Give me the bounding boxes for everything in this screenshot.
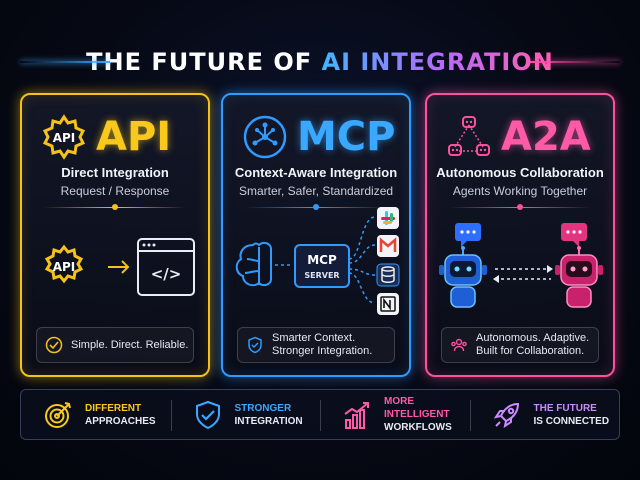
chat-bubble-icon xyxy=(561,223,587,247)
mcp-footer-line-1: Smarter Context. xyxy=(272,332,356,344)
target-icon xyxy=(45,401,71,428)
slack-icon xyxy=(377,207,399,229)
team-icon xyxy=(451,338,467,352)
summary-subline: INTEGRATION xyxy=(234,415,303,427)
api-footer-text: Simple. Direct. Reliable. xyxy=(71,339,188,352)
title-prefix: THE FUTURE OF xyxy=(86,48,322,76)
mcp-card-header: MCP xyxy=(223,109,409,165)
title-highlight: AI INTEGRATION xyxy=(321,48,554,76)
a2a-divider-dot xyxy=(517,204,523,210)
summary-subline: IS CONNECTED xyxy=(533,415,610,427)
api-diagram: API </> xyxy=(44,238,195,296)
summary-item-approaches: DIFFERENT APPROACHES xyxy=(21,390,171,439)
bottom-summary-bar: DIFFERENT APPROACHES STRONGER INTEGRATIO… xyxy=(20,389,620,440)
mcp-connectors xyxy=(348,216,376,304)
code-symbol: </> xyxy=(151,265,182,283)
page-title: THE FUTURE OF AI INTEGRATION xyxy=(86,48,554,76)
summary-text-approaches: DIFFERENT APPROACHES xyxy=(85,402,156,428)
mcp-heading: MCP xyxy=(297,114,396,160)
api-tagline: Request / Response xyxy=(60,184,170,198)
title-accent-right xyxy=(530,61,620,63)
api-diagram-badge: API xyxy=(53,260,76,274)
network-hub-icon xyxy=(243,115,287,159)
database-icon xyxy=(376,263,400,287)
mcp-footer-text: Smarter Context. Stronger Integration. xyxy=(272,332,372,358)
a2a-footer: Autonomous. Adaptive. Built for Collabor… xyxy=(441,327,599,363)
shield-check-icon xyxy=(195,400,220,429)
mcp-subtitle: Context-Aware Integration xyxy=(234,165,398,180)
mcp-server-line2: SERVER xyxy=(304,271,339,280)
mcp-footer-line-2: Stronger Integration. xyxy=(272,345,373,357)
a2a-card: A2A Autonomous Collaboration Agents Work… xyxy=(425,93,615,377)
notion-icon xyxy=(377,293,399,315)
blue-robot-icon xyxy=(439,246,487,308)
mcp-server-line1: MCP xyxy=(307,253,337,267)
api-subtitle: Direct Integration xyxy=(61,165,169,180)
mcp-footer: Smarter Context. Stronger Integration. xyxy=(237,327,395,363)
brain-icon xyxy=(235,241,272,287)
mcp-tagline: Smarter, Safer, Standardized xyxy=(238,184,394,198)
api-footer-line: Simple. Direct. Reliable. xyxy=(71,338,189,351)
mcp-card: MCP Context-Aware Integration Smarter, S… xyxy=(221,93,411,377)
rocket-icon xyxy=(493,402,519,428)
pink-robot-icon xyxy=(555,246,603,308)
title-row: THE FUTURE OF AI INTEGRATION xyxy=(0,44,640,80)
summary-text-workflows: MORE INTELLIGENT WORKFLOWS xyxy=(384,395,470,434)
summary-item-workflows: MORE INTELLIGENT WORKFLOWS xyxy=(320,390,470,439)
a2a-subtitle: Autonomous Collaboration xyxy=(436,165,604,180)
api-heading: API xyxy=(96,114,172,160)
a2a-diagram xyxy=(439,223,603,308)
growth-chart-icon xyxy=(344,401,369,429)
a2a-footer-line-2: Built for Collaboration. xyxy=(476,345,585,357)
a2a-footer-line-1: Autonomous. Adaptive. xyxy=(476,332,590,344)
summary-subline: APPROACHES xyxy=(85,415,156,427)
api-divider-dot xyxy=(112,204,118,210)
gmail-icon xyxy=(377,235,399,257)
api-card-header: API API xyxy=(22,109,208,165)
code-window-icon xyxy=(137,238,195,296)
arrow-right-icon xyxy=(108,260,130,274)
check-circle-icon xyxy=(45,336,63,354)
summary-subline: WORKFLOWS xyxy=(384,422,452,433)
summary-headline: DIFFERENT xyxy=(85,402,142,414)
chat-bubble-icon xyxy=(455,223,481,247)
summary-headline: THE FUTURE xyxy=(533,402,597,414)
summary-text-integration: STRONGER INTEGRATION xyxy=(235,402,303,428)
summary-headline: MORE INTELLIGENT xyxy=(384,396,450,420)
gear-icon: API xyxy=(42,114,86,160)
exchange-arrows-icon xyxy=(495,268,551,280)
summary-headline: STRONGER xyxy=(234,402,292,414)
api-badge-text: API xyxy=(53,131,76,145)
a2a-heading: A2A xyxy=(501,114,591,160)
a2a-card-header: A2A xyxy=(427,109,613,165)
summary-item-integration: STRONGER INTEGRATION xyxy=(170,390,321,439)
mcp-divider-dot xyxy=(313,204,319,210)
a2a-tagline: Agents Working Together xyxy=(452,184,588,198)
shield-check-icon xyxy=(248,336,262,354)
api-card: API API Direct Integration Request / Res… xyxy=(20,93,210,377)
summary-text-future: THE FUTURE IS CONNECTED xyxy=(534,402,610,428)
mcp-diagram: MCP SERVER xyxy=(235,207,400,315)
summary-item-future: THE FUTURE IS CONNECTED xyxy=(469,390,620,439)
robot-network-icon xyxy=(448,116,490,156)
title-accent-left xyxy=(20,61,110,63)
mcp-server-box xyxy=(294,244,350,288)
gear-icon xyxy=(44,244,84,284)
api-footer: Simple. Direct. Reliable. xyxy=(36,327,194,363)
a2a-footer-text: Autonomous. Adaptive. Built for Collabor… xyxy=(476,332,589,358)
